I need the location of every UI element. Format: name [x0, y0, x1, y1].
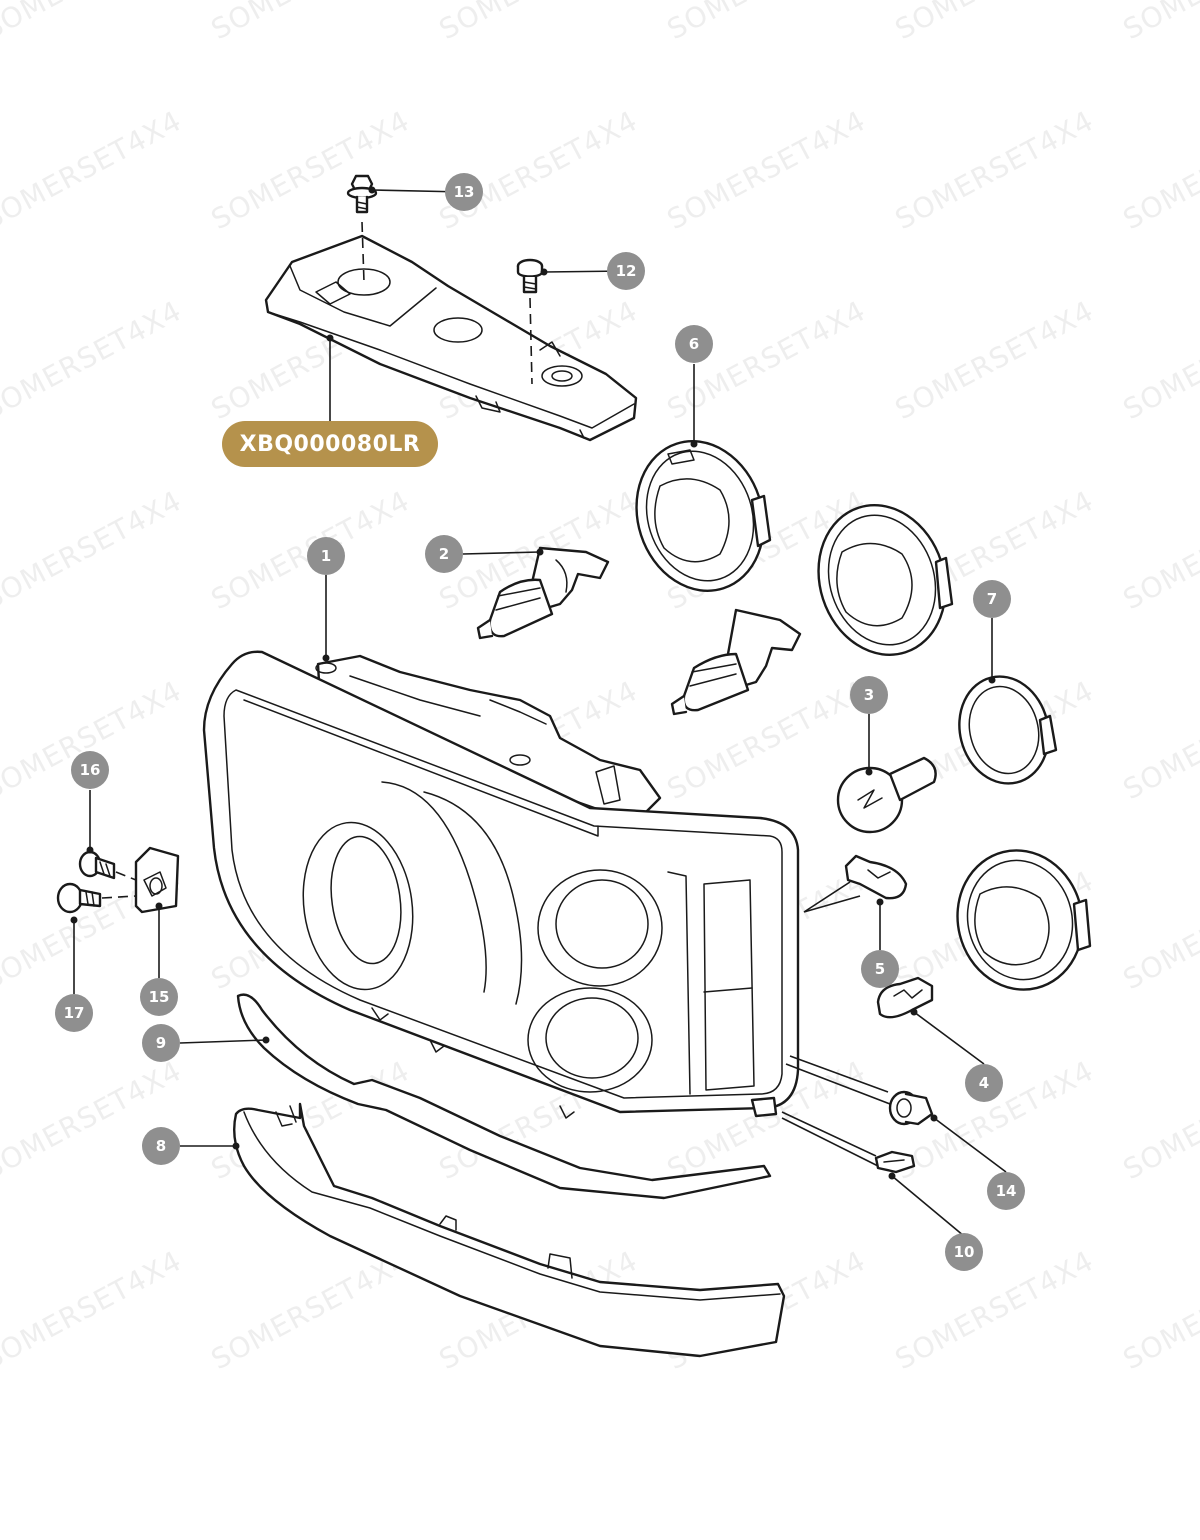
- watermark-logo: SOMERSET4X4: [1118, 1244, 1200, 1376]
- callout-label: 17: [64, 1004, 85, 1022]
- callout-label: 3: [864, 686, 874, 704]
- bulb-cover-cap-6[interactable]: [618, 425, 783, 608]
- callout-9[interactable]: 9: [142, 1024, 180, 1062]
- watermark-logo: SOMERSET4X4: [1118, 484, 1200, 616]
- indicator-bulb-3[interactable]: [836, 756, 937, 834]
- callout-label: 13: [454, 183, 475, 201]
- watermark-logo: SOMERSET4X4: [0, 484, 187, 616]
- headlamp-bulb[interactable]: [670, 608, 802, 716]
- bolt-17[interactable]: [56, 882, 102, 914]
- watermark-logo: SOMERSET4X4: [662, 0, 871, 46]
- screw-13[interactable]: [346, 174, 378, 214]
- callout-13[interactable]: 13: [445, 173, 483, 211]
- watermark-logo: SOMERSET4X4: [0, 1054, 187, 1186]
- callout-label: 2: [439, 545, 449, 563]
- part-number-label: XBQ000080LR: [239, 431, 421, 457]
- callout-12[interactable]: 12: [607, 252, 645, 290]
- speed-nut-15[interactable]: [134, 846, 180, 914]
- callout-label: 5: [875, 960, 885, 978]
- screw-12[interactable]: [516, 258, 544, 294]
- watermark-logo: SOMERSET4X4: [1118, 864, 1200, 996]
- watermark-logo: SOMERSET4X4: [1118, 294, 1200, 426]
- callout-2[interactable]: 2: [425, 535, 463, 573]
- callout-3[interactable]: 3: [850, 676, 888, 714]
- callout-7[interactable]: 7: [973, 580, 1011, 618]
- watermark-logo: SOMERSET4X4: [0, 294, 187, 426]
- watermark-logo: SOMERSET4X4: [434, 0, 643, 46]
- callout-8[interactable]: 8: [142, 1127, 180, 1165]
- watermark-logo: SOMERSET4X4: [206, 104, 415, 236]
- callout-label: 15: [149, 988, 170, 1006]
- grommet-14[interactable]: [888, 1090, 934, 1126]
- watermark-logo: SOMERSET4X4: [1118, 104, 1200, 236]
- headlamp-mounting-bracket[interactable]: [264, 234, 638, 442]
- watermark-logo: SOMERSET4X4: [890, 0, 1099, 46]
- bolt-16[interactable]: [78, 850, 116, 880]
- callout-label: 10: [954, 1243, 975, 1261]
- callout-label: 8: [156, 1137, 166, 1155]
- watermark-logo: SOMERSET4X4: [662, 104, 871, 236]
- watermark-logo: SOMERSET4X4: [0, 0, 187, 46]
- watermark-logo: SOMERSET4X4: [206, 0, 415, 46]
- clip-10[interactable]: [874, 1150, 916, 1174]
- leader-lines: [70, 186, 1007, 1237]
- callout-10[interactable]: 10: [945, 1233, 983, 1271]
- callout-label: 7: [987, 590, 997, 608]
- watermark-logo: SOMERSET4X4: [1118, 1054, 1200, 1186]
- capless-bulb-5[interactable]: [844, 854, 908, 900]
- watermark-logo: SOMERSET4X4: [890, 104, 1099, 236]
- watermark-logo: SOMERSET4X4: [1118, 0, 1200, 46]
- callout-label: 12: [616, 262, 637, 280]
- callout-label: 4: [979, 1074, 989, 1092]
- watermark-logo: SOMERSET4X4: [0, 1244, 187, 1376]
- seal-strip-9[interactable]: [236, 993, 772, 1200]
- callout-label: 1: [321, 547, 331, 565]
- headlamp-bulb-2[interactable]: [476, 546, 610, 640]
- bulb-cover-cap[interactable]: [800, 489, 965, 672]
- callout-6[interactable]: 6: [675, 325, 713, 363]
- callout-16[interactable]: 16: [71, 751, 109, 789]
- callout-label: 6: [689, 335, 699, 353]
- callout-17[interactable]: 17: [55, 994, 93, 1032]
- callout-1[interactable]: 1: [307, 537, 345, 575]
- callout-14[interactable]: 14: [987, 1172, 1025, 1210]
- watermark-logo: SOMERSET4X4: [206, 1244, 415, 1376]
- watermark-logo: SOMERSET4X4: [890, 294, 1099, 426]
- part-number-badge[interactable]: XBQ000080LR: [222, 421, 438, 467]
- callout-15[interactable]: 15: [140, 978, 178, 1016]
- trim-panel-8[interactable]: [233, 1102, 786, 1358]
- callout-5[interactable]: 5: [861, 950, 899, 988]
- watermark-logo: SOMERSET4X4: [1118, 674, 1200, 806]
- watermark-logo: SOMERSET4X4: [434, 104, 643, 236]
- callout-label: 9: [156, 1034, 166, 1052]
- headlamp-assembly[interactable]: [202, 650, 800, 1119]
- callout-4[interactable]: 4: [965, 1064, 1003, 1102]
- side-lamp-bulb-4[interactable]: [876, 976, 934, 1019]
- callout-label: 16: [80, 761, 101, 779]
- bulb-cover-cap[interactable]: [943, 837, 1097, 1003]
- callout-layer: 1 2 3 4 5 6 7 8 9 10 12 13 14 15 16 17: [55, 173, 1025, 1271]
- callout-label: 14: [996, 1182, 1017, 1200]
- watermark-logo: SOMERSET4X4: [890, 1244, 1099, 1376]
- watermark-logo: SOMERSET4X4: [0, 104, 187, 236]
